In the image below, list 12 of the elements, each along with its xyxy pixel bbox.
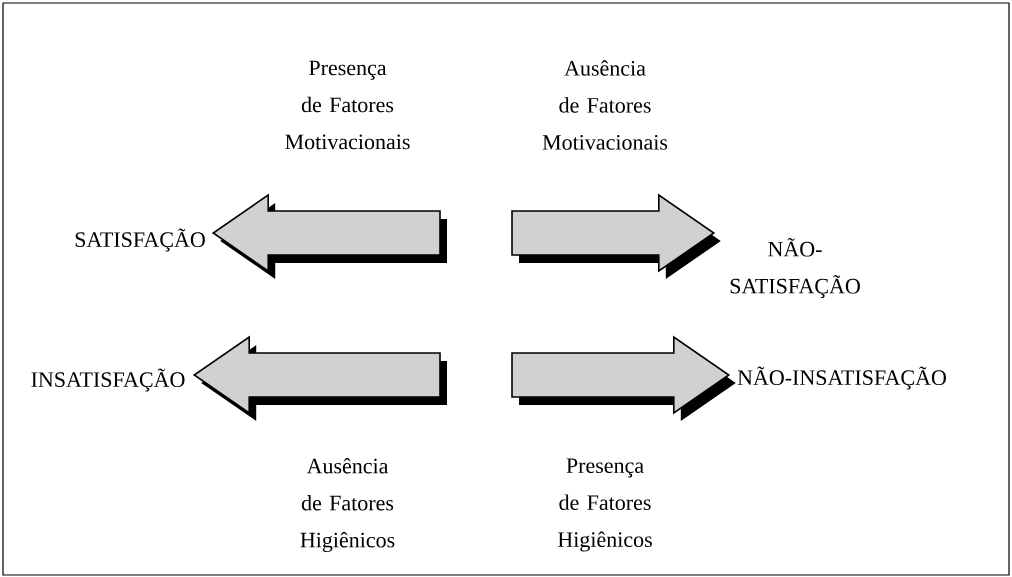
outcome-label: INSATISFAÇÃO	[31, 368, 185, 392]
edge-label: Presença de Fatores Motivacionais	[285, 60, 410, 150]
outcome-label: NÃO-SATISFAÇÃO	[730, 237, 860, 299]
block-arrow	[511, 335, 736, 421]
edge-label: Presença de Fatores Higiênicos	[558, 458, 652, 552]
edge-label: Ausência de Fatores Higiênicos	[300, 457, 395, 552]
block-arrow	[192, 335, 447, 421]
edge-label: Ausência de Fatores Motivacionais	[542, 60, 668, 150]
block-arrow	[511, 193, 721, 279]
outcome-label: SATISFAÇÃO	[75, 228, 205, 252]
outcome-label: NÃO-INSATISFAÇÃO	[737, 366, 946, 390]
block-arrow	[211, 193, 447, 279]
